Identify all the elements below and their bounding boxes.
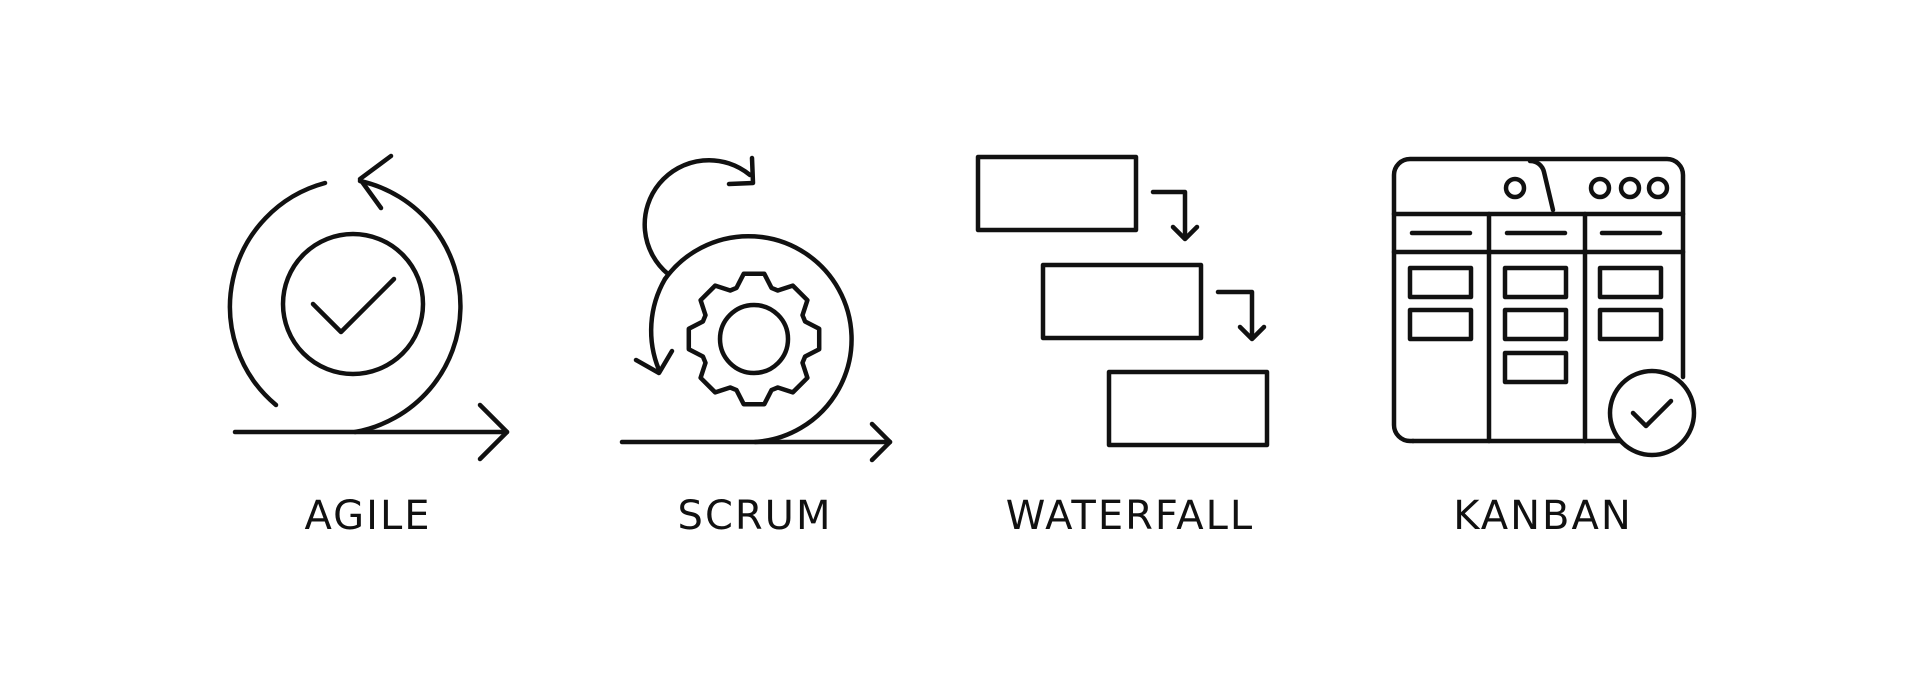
- label-scrum: SCRUM: [677, 493, 833, 539]
- waterfall-steps-icon: [975, 154, 1270, 448]
- scrum-gear-cycle-icon: [619, 155, 893, 463]
- label-agile: AGILE: [304, 493, 432, 539]
- agile-cycle-check-icon: [227, 153, 510, 462]
- label-kanban: KANBAN: [1453, 493, 1633, 539]
- label-waterfall: WATERFALL: [1005, 493, 1255, 539]
- kanban-board-check-icon: [1391, 156, 1697, 458]
